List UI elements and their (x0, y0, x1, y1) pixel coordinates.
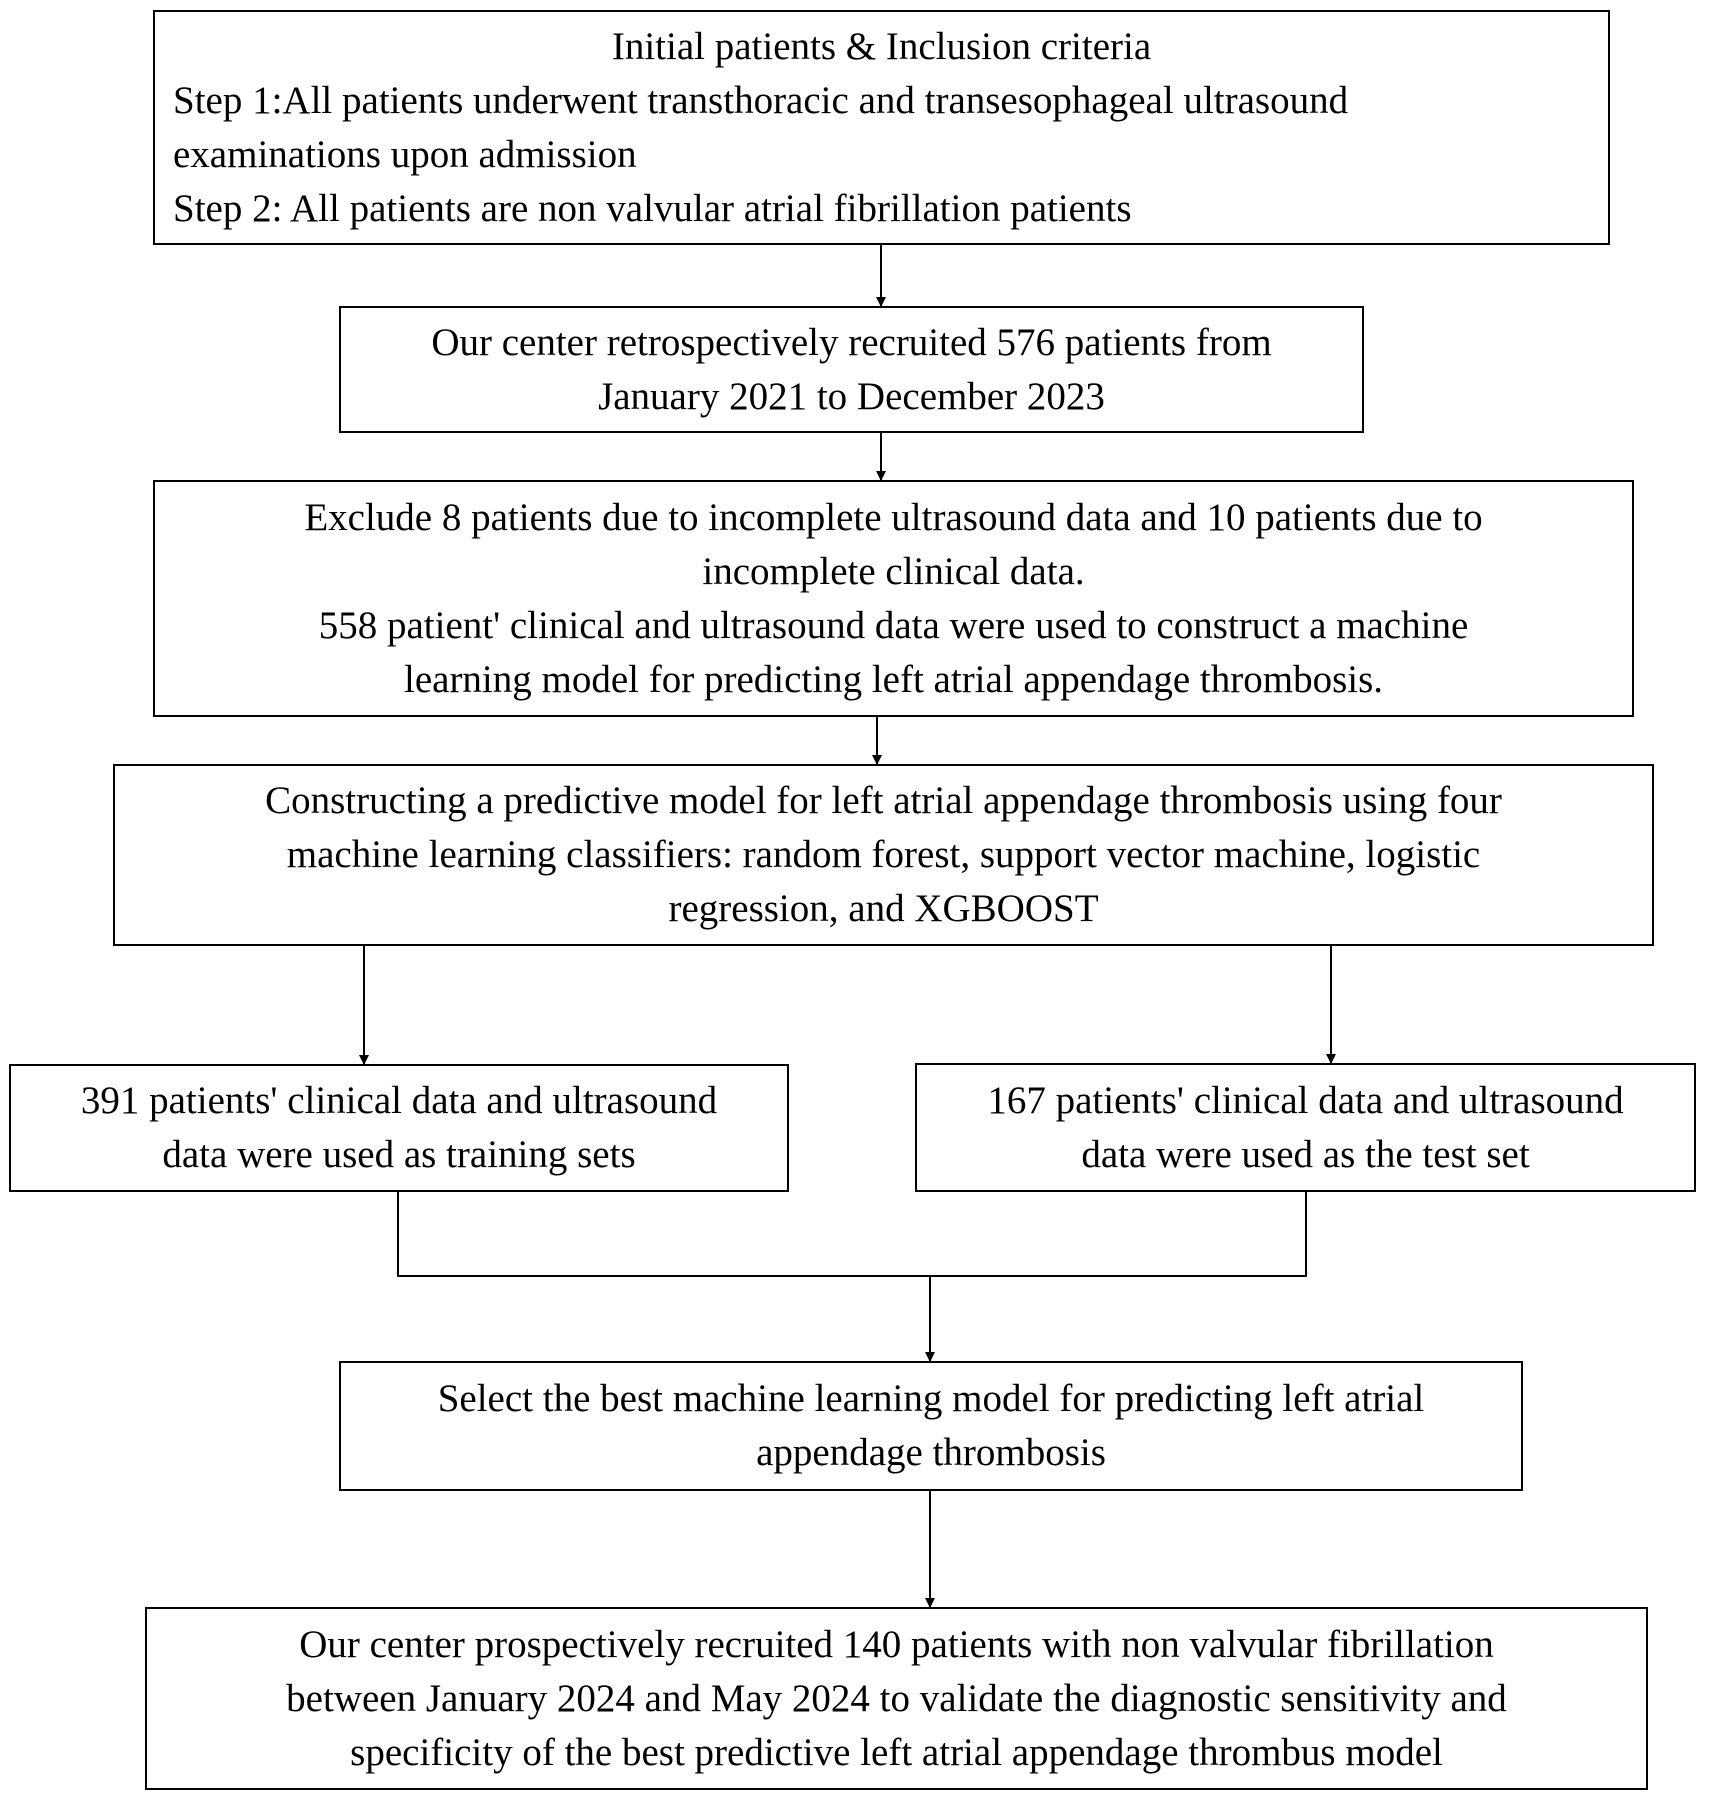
exclusion-line-3: 558 patient' clinical and ultrasound dat… (318, 603, 1469, 647)
model-line-3: regression, and XGBOOST (668, 887, 1099, 930)
exclusion-line-2: incomplete clinical data. (702, 549, 1085, 593)
model-construction-box: Constructing a predictive model for left… (113, 764, 1654, 946)
training-set-box: 391 patients' clinical data and ultrasou… (9, 1064, 789, 1192)
validation-line-1: Our center prospectively recruited 140 p… (299, 1622, 1494, 1666)
inclusion-title: Initial patients & Inclusion criteria (611, 24, 1152, 68)
inclusion-step1-line1: Step 1:All patients underwent transthora… (173, 78, 1349, 122)
select-line-1: Select the best machine learning model f… (437, 1377, 1425, 1420)
inclusion-criteria-box: Initial patients & Inclusion criteria St… (153, 10, 1610, 245)
select-best-model-box: Select the best machine learning model f… (339, 1361, 1523, 1491)
recruitment-line-2: January 2021 to December 2023 (598, 374, 1105, 418)
select-line-2: appendage thrombosis (756, 1431, 1106, 1474)
exclusion-line-1: Exclude 8 patients due to incomplete ult… (304, 495, 1483, 539)
prospective-validation-box: Our center prospectively recruited 140 p… (145, 1607, 1648, 1790)
recruitment-line-1: Our center retrospectively recruited 576… (431, 320, 1272, 364)
validation-line-2: between January 2024 and May 2024 to val… (286, 1676, 1507, 1720)
training-line-1: 391 patients' clinical data and ultrasou… (80, 1079, 718, 1122)
test-line-2: data were used as the test set (1081, 1132, 1530, 1176)
test-line-1: 167 patients' clinical data and ultrasou… (987, 1078, 1624, 1122)
model-line-2: machine learning classifiers: random for… (286, 833, 1481, 876)
validation-line-3: specificity of the best predictive left … (350, 1730, 1443, 1774)
exclusion-box: Exclude 8 patients due to incomplete ult… (153, 480, 1634, 717)
test-set-box: 167 patients' clinical data and ultrasou… (915, 1063, 1696, 1192)
inclusion-step2: Step 2: All patients are non valvular at… (173, 186, 1132, 230)
model-line-1: Constructing a predictive model for left… (265, 779, 1502, 822)
inclusion-step1-line2: examinations upon admission (173, 132, 637, 176)
training-line-2: data were used as training sets (162, 1133, 636, 1176)
exclusion-line-4: learning model for predicting left atria… (403, 657, 1384, 701)
retrospective-recruitment-box: Our center retrospectively recruited 576… (339, 306, 1364, 433)
